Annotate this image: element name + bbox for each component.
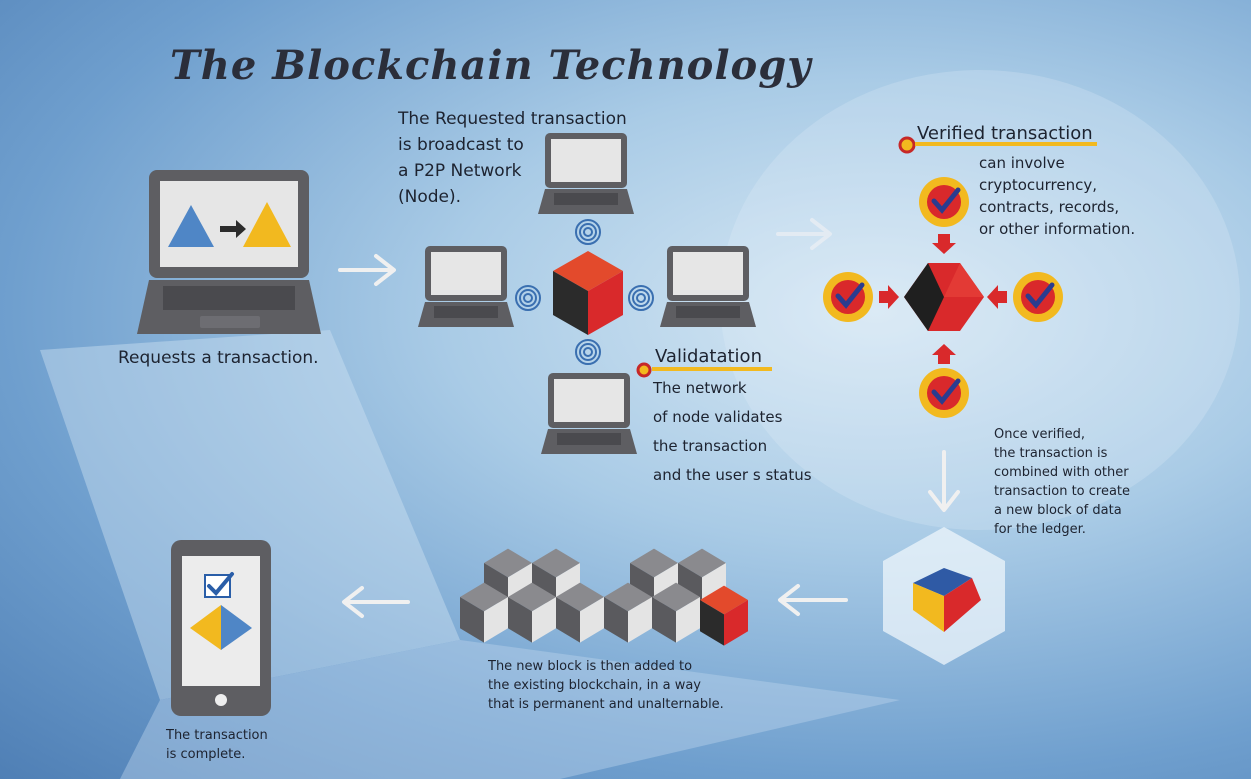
validation-description: The network of node validates the transa… [653,374,812,490]
blockchain-line: The new block is then added to [488,659,693,674]
chain-block-face [676,597,700,643]
new-block-icon [883,527,1005,665]
step2-line: a P2P Network [398,161,522,181]
chain-block-face [484,597,508,643]
arrow-left-icon [342,586,410,618]
transaction-cube-icon [553,251,623,335]
block-creation-line: the transaction is [994,446,1108,461]
validation-line: of node validates [653,408,783,426]
block-creation-line: transaction to create [994,484,1131,499]
step1-caption: Requests a transaction. [118,348,319,368]
smartphone-icon [171,540,271,716]
node-laptop-icon [541,373,637,454]
verified-cube-icon [904,263,984,331]
signal-rings-icon [515,219,654,365]
validation-line: The network [653,379,747,397]
verified-badge-icon [823,272,873,322]
verified-line: or other information. [979,220,1136,238]
verified-badge-icon [919,177,969,227]
verified-badge-icon [1013,272,1063,322]
validation-marker-icon [636,362,772,378]
node-laptop-icon [538,133,634,214]
verified-badge-icon [919,368,969,418]
chain-block-face [652,597,676,643]
block-creation-line: Once verified, [994,427,1085,442]
page-title: The Blockchain Technology [170,42,812,89]
blockchain-line: that is permanent and unalternable. [488,697,724,712]
validation-line: the transaction [653,437,768,455]
step2-line: (Node). [398,187,462,207]
step2-line: is broadcast to [398,135,524,155]
arrow-down-icon [928,450,960,512]
convergence-arrows-icon [879,234,1007,364]
verified-line: can involve [979,154,1065,172]
verified-marker-icon [898,136,1097,154]
chain-block-face [532,597,556,643]
chain-block-face [604,597,628,643]
verified-line: contracts, records, [979,198,1120,216]
completion-caption: The transaction is complete. [166,726,268,764]
arrow-right-icon [338,254,396,286]
step2-description: The Requested transaction is broadcast t… [398,106,627,210]
block-creation-line: for the ledger. [994,522,1086,537]
requester-laptop-icon [137,170,321,334]
chain-block-face [460,597,484,643]
completion-line: The transaction [166,728,268,743]
block-creation-description: Once verified, the transaction is combin… [994,425,1130,539]
block-creation-line: a new block of data [994,503,1122,518]
blockchain-description: The new block is then added to the exist… [488,657,724,714]
node-laptop-icon [418,246,514,327]
verified-description: can involve cryptocurrency, contracts, r… [979,152,1135,240]
verified-line: cryptocurrency, [979,176,1097,194]
step2-line: The Requested transaction [398,109,627,129]
chain-block-face [556,597,580,643]
completion-line: is complete. [166,747,246,762]
node-laptop-icon [660,246,756,327]
blockchain-icon [460,548,748,646]
chain-block-face [580,597,604,643]
blockchain-line: the existing blockchain, in a way [488,678,701,693]
verified-heading: Verified transaction [917,123,1093,144]
chain-block-face [700,600,724,646]
arrow-left-icon [778,584,848,616]
validation-heading: Validatation [655,346,762,367]
chain-block-face [724,600,748,646]
chain-block-face [628,597,652,643]
chain-block-face [508,597,532,643]
block-creation-line: combined with other [994,465,1129,480]
arrow-right-icon [776,218,832,250]
validation-line: and the user s status [653,466,812,484]
